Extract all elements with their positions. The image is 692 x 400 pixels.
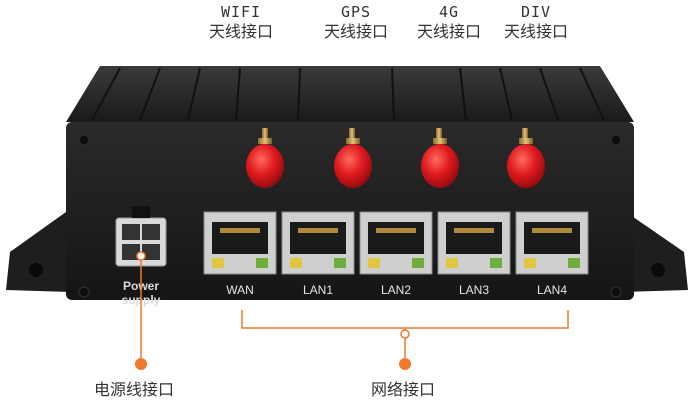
screw-icon	[78, 286, 90, 298]
power-connector	[115, 206, 167, 267]
antenna-connector-4g	[421, 128, 459, 188]
antenna-desc: 天线接口	[503, 22, 568, 41]
led-indicator-icon	[524, 258, 536, 268]
antenna-connector-wifi	[246, 128, 284, 188]
power-callout-dot	[135, 358, 147, 370]
network-callout-label: 网络接口	[371, 380, 436, 399]
port-label: WAN	[226, 283, 254, 297]
heatsink-top	[66, 66, 634, 122]
antenna-label-wifi: WIFI 天线接口	[196, 2, 286, 42]
ethernet-port-wan: WAN	[203, 211, 277, 297]
antenna-desc: 天线接口	[416, 22, 481, 41]
antenna-type: DIV	[520, 3, 552, 21]
led-indicator-icon	[212, 258, 224, 268]
led-indicator-icon	[568, 258, 580, 268]
antenna-desc: 天线接口	[208, 22, 273, 41]
led-indicator-icon	[290, 258, 302, 268]
port-label: LAN1	[303, 283, 333, 297]
antenna-type: WIFI	[220, 3, 262, 21]
mount-hole-right	[651, 263, 665, 277]
antenna-label-div: DIV 天线接口	[491, 2, 581, 42]
port-label: LAN2	[381, 283, 411, 297]
antenna-connector-gps	[334, 128, 372, 188]
screw-icon	[610, 286, 622, 298]
mount-flange-right	[622, 212, 688, 292]
ethernet-ports: WAN LAN1 LAN2 LAN3 LAN4	[203, 211, 589, 297]
antenna-type: 4G	[438, 3, 460, 21]
led-indicator-icon	[490, 258, 502, 268]
ethernet-port-lan1: LAN1	[281, 211, 355, 297]
port-label: LAN4	[537, 283, 567, 297]
led-indicator-icon	[446, 258, 458, 268]
port-label: LAN3	[459, 283, 489, 297]
ethernet-port-lan2: LAN2	[359, 211, 433, 297]
screw-icon	[610, 134, 622, 146]
heatsink-fins	[91, 67, 605, 121]
antenna-type: GPS	[340, 3, 372, 21]
mount-flange-left	[6, 212, 70, 292]
power-callout-label: 电源线接口	[94, 380, 175, 399]
network-callout-ring	[400, 329, 410, 339]
screw-icon	[78, 134, 90, 146]
mount-hole-left	[29, 263, 43, 277]
ethernet-port-lan4: LAN4	[515, 211, 589, 297]
ethernet-port-lan3: LAN3	[437, 211, 511, 297]
power-callout-ring	[136, 251, 146, 261]
led-indicator-icon	[256, 258, 268, 268]
antenna-desc: 天线接口	[323, 22, 388, 41]
antenna-label-4g: 4G 天线接口	[404, 2, 494, 42]
antenna-label-gps: GPS 天线接口	[311, 2, 401, 42]
led-indicator-icon	[412, 258, 424, 268]
network-callout-dot	[399, 358, 411, 370]
antenna-connector-div	[507, 128, 545, 188]
led-indicator-icon	[334, 258, 346, 268]
led-indicator-icon	[368, 258, 380, 268]
